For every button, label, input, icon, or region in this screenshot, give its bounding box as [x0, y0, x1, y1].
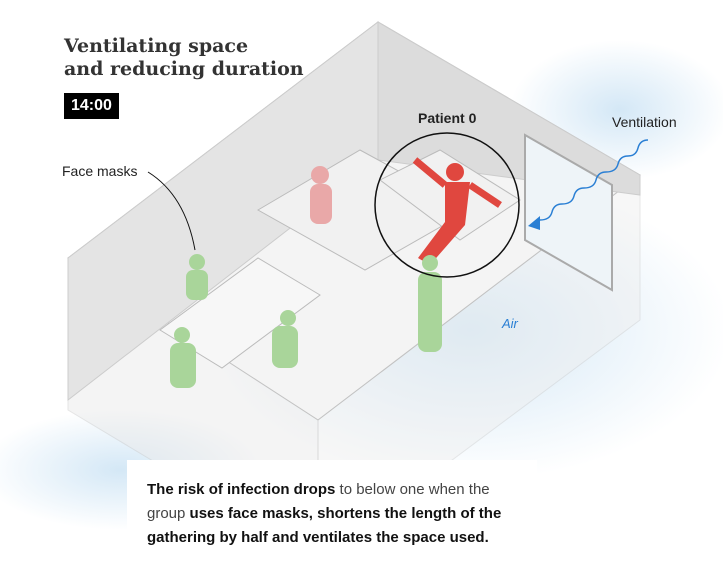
- person-patient-zero: [412, 157, 502, 265]
- person-exposed: [310, 166, 332, 224]
- face-masks-pointer: [147, 171, 196, 251]
- person-healthy: [186, 254, 208, 300]
- patient-zero-ring: [374, 132, 520, 278]
- person-healthy: [170, 327, 196, 388]
- caption-bold-1: The risk of infection drops: [147, 481, 336, 498]
- air-label: Air: [502, 316, 518, 331]
- table: [159, 257, 321, 369]
- face-masks-label: Face masks: [62, 163, 138, 179]
- ventilation-airflow: [539, 139, 649, 221]
- time-badge: 14:00: [64, 93, 119, 119]
- person-healthy: [418, 255, 442, 352]
- ventilation-label: Ventilation: [612, 114, 677, 130]
- caption-bold-2: uses face masks, shortens the length of …: [147, 505, 502, 546]
- window: [524, 133, 613, 292]
- title-line-2: and reducing duration: [64, 58, 304, 80]
- caption: The risk of infection drops to below one…: [127, 460, 537, 578]
- patient-zero-label: Patient 0: [418, 110, 477, 126]
- arrow-icon: [528, 216, 540, 230]
- caption-text: to below one when the group: [147, 481, 490, 522]
- person-healthy: [272, 310, 298, 368]
- title-line-1: Ventilating space: [64, 35, 249, 57]
